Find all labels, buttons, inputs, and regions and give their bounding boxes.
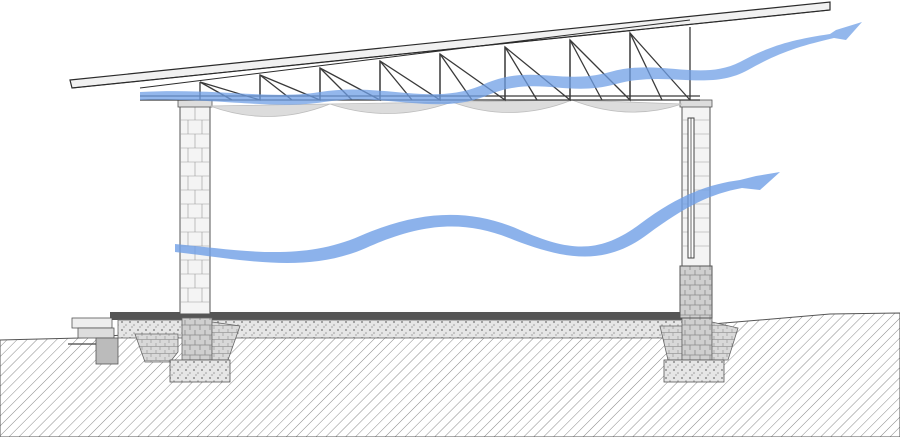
roof-truss [140,27,700,102]
airflow-lower-arrow-icon [175,172,780,264]
floor-slab [110,312,710,320]
entry-step [68,317,119,365]
right-wall [679,99,713,319]
roof [69,1,831,89]
airflow-upper-arrow-icon [140,22,862,105]
left-wall [177,99,213,315]
ceiling-sails [209,99,683,117]
left-foundation [134,317,241,383]
right-foundation [659,317,739,383]
